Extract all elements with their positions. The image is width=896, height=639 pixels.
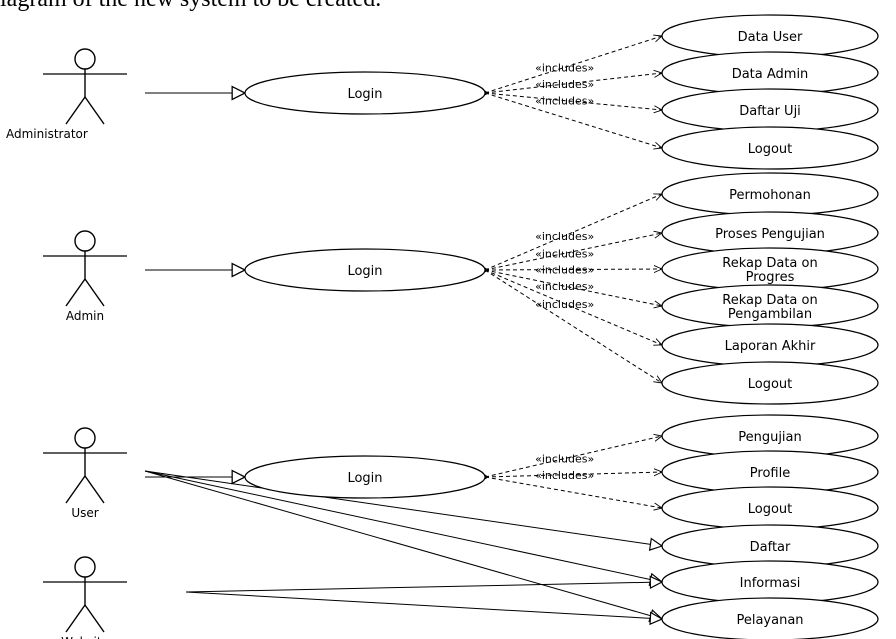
include-label: «includes» bbox=[535, 453, 594, 466]
actor-head bbox=[74, 48, 96, 70]
actor-website: Website bbox=[43, 556, 127, 639]
use-case-profile: Profile bbox=[661, 450, 879, 494]
use-case-label: Rekap Data on bbox=[722, 256, 817, 271]
use-case-data-admin: Data Admin bbox=[661, 51, 879, 95]
include-label: «includes» bbox=[535, 230, 594, 243]
use-case-label: Rekap Data on bbox=[722, 293, 817, 308]
include-dependency-line bbox=[484, 269, 662, 270]
use-case-label: Daftar bbox=[750, 540, 791, 555]
include-dependency-line bbox=[484, 73, 662, 94]
use-case-label: Progres bbox=[746, 270, 795, 285]
association-line-pelayanan bbox=[185, 591, 662, 619]
use-case-daftar-uji: Daftar Uji bbox=[661, 88, 879, 132]
use-case-ellipse bbox=[244, 455, 486, 499]
use-case-ellipse bbox=[661, 126, 879, 170]
use-case-label: Logout bbox=[748, 377, 793, 392]
actor-label: Website bbox=[61, 635, 109, 639]
actor-leg-left bbox=[65, 475, 86, 504]
actor-leg-left bbox=[65, 604, 86, 633]
actor-head bbox=[74, 427, 96, 449]
use-case-logout: Logout bbox=[661, 486, 879, 530]
use-case-label: Login bbox=[347, 264, 382, 279]
use-case-ellipse bbox=[661, 361, 879, 405]
use-case-laporan-akhir: Laporan Akhir bbox=[661, 323, 879, 367]
use-case-data-user: Data User bbox=[661, 14, 879, 58]
actor-administrator: Administrator bbox=[6, 48, 127, 141]
actor-label: User bbox=[71, 506, 98, 520]
use-case-pelayanan: Pelayanan bbox=[661, 597, 879, 639]
actor-label: Administrator bbox=[6, 127, 88, 141]
use-case-logout: Logout bbox=[661, 361, 879, 405]
use-case-ellipse bbox=[244, 248, 486, 292]
use-case-login-admin: Login bbox=[244, 248, 486, 292]
use-case-label: Data User bbox=[738, 30, 803, 45]
use-case-label: Pengujian bbox=[738, 430, 802, 445]
include-dependency-line bbox=[484, 36, 662, 94]
use-case-permohonan: Permohonan bbox=[661, 172, 879, 216]
association-line-pelayanan bbox=[144, 470, 662, 619]
include-dependency-line bbox=[484, 472, 662, 478]
use-case-label: Login bbox=[347, 471, 382, 486]
include-label: «includes» bbox=[535, 61, 594, 74]
include-dependency-line bbox=[484, 233, 662, 271]
actor-leg-left bbox=[65, 278, 86, 307]
actor-admin: Admin bbox=[43, 230, 127, 323]
use-case-label: Profile bbox=[750, 466, 790, 481]
page-caption: iagram of the new system to be created. bbox=[0, 0, 896, 26]
use-case-label: Permohonan bbox=[729, 188, 811, 203]
use-case-informasi: Informasi bbox=[661, 560, 879, 604]
use-case-label: Laporan Akhir bbox=[725, 339, 816, 354]
association-line-informasi bbox=[144, 470, 662, 582]
use-case-label: Logout bbox=[748, 142, 793, 157]
use-case-logout: Logout bbox=[661, 126, 879, 170]
use-case-label: Daftar Uji bbox=[739, 104, 801, 119]
include-dependency-line bbox=[484, 476, 662, 508]
include-dependency-line bbox=[484, 436, 662, 478]
actor-leg-left bbox=[65, 96, 86, 125]
include-label: «includes» bbox=[535, 264, 594, 277]
use-case-label: Proses Pengujian bbox=[715, 227, 825, 242]
use-case-label: Informasi bbox=[740, 576, 801, 591]
nodes-layer: AdministratorAdminUserWebsite Login Data U… bbox=[6, 14, 879, 639]
include-dependency-line bbox=[484, 92, 662, 148]
association-line-daftar bbox=[144, 470, 662, 546]
actor-leg-right bbox=[84, 96, 105, 125]
include-label: «includes» bbox=[535, 78, 594, 91]
include-dependency-line bbox=[484, 92, 662, 110]
include-label: «includes» bbox=[535, 298, 594, 311]
actor-leg-right bbox=[84, 604, 105, 633]
actor-head bbox=[74, 556, 96, 578]
use-case-label: Data Admin bbox=[732, 67, 809, 82]
actor-label: Admin bbox=[66, 309, 104, 323]
use-case-label: Pengambilan bbox=[728, 307, 812, 322]
use-case-label: Pelayanan bbox=[736, 613, 803, 628]
include-label: «includes» bbox=[535, 95, 594, 108]
use-case-label: Logout bbox=[748, 502, 793, 517]
use-case-ellipse bbox=[661, 597, 879, 639]
include-label: «includes» bbox=[535, 280, 594, 293]
include-label: «includes» bbox=[535, 247, 594, 260]
association-line-informasi bbox=[185, 582, 662, 593]
use-case-proses-pengujian: Proses Pengujian bbox=[661, 211, 879, 255]
actor-head bbox=[74, 230, 96, 252]
use-case-login-administrator: Login bbox=[244, 71, 486, 115]
include-label: «includes» bbox=[535, 469, 594, 482]
use-case-label: Login bbox=[347, 87, 382, 102]
links-layer: «includes» «includes» «includes» «includes»… bbox=[144, 36, 662, 619]
use-case-ellipse bbox=[244, 71, 486, 115]
include-dependency-line bbox=[484, 269, 662, 306]
use-case-login-user: Login bbox=[244, 455, 486, 499]
actor-leg-right bbox=[84, 475, 105, 504]
actor-leg-right bbox=[84, 278, 105, 307]
actor-user: User bbox=[43, 427, 127, 520]
